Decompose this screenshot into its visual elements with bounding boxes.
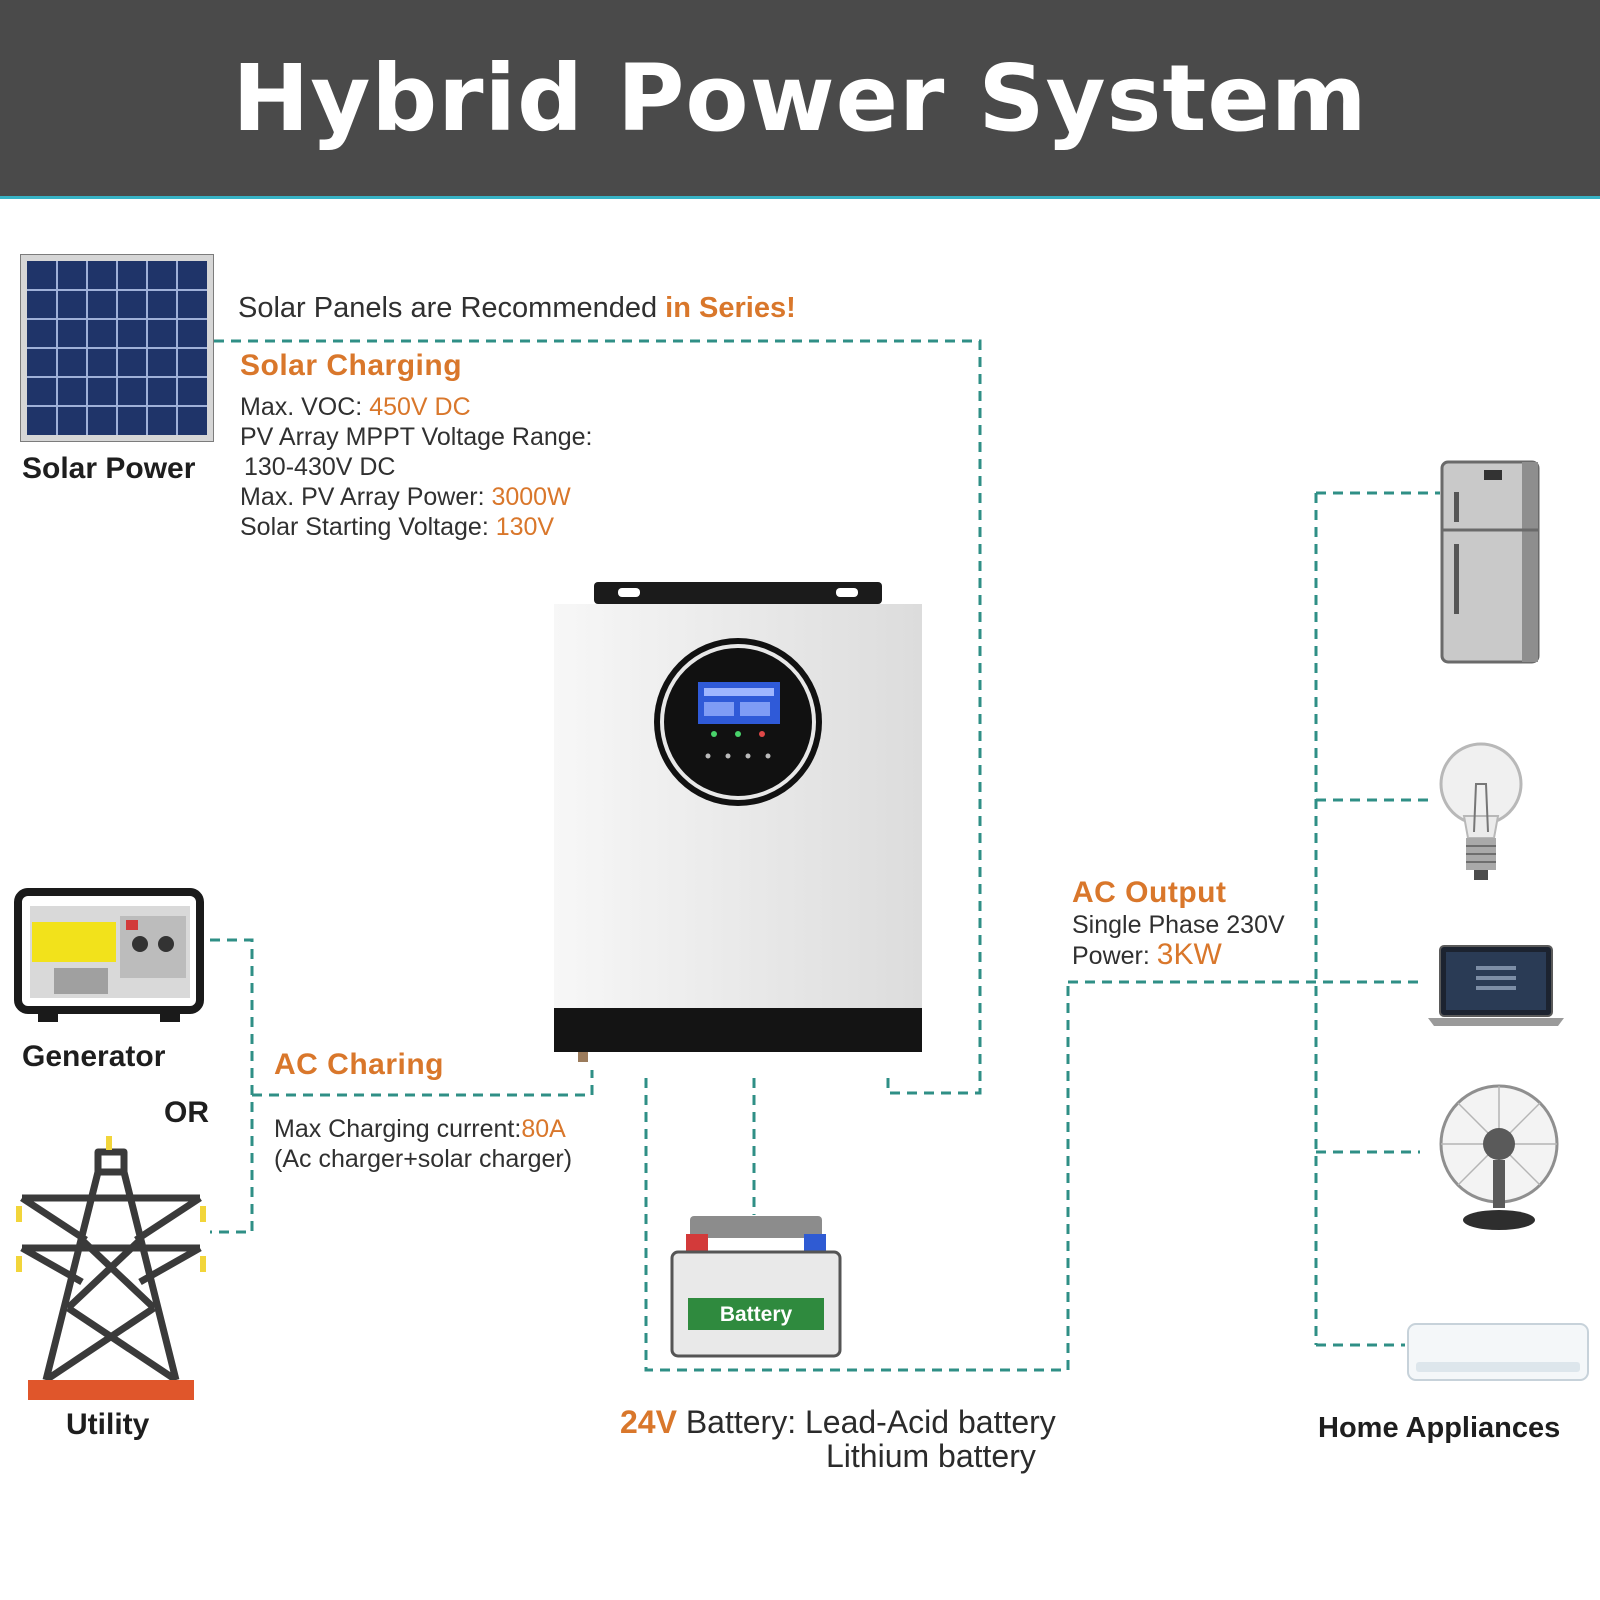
ac-output-power-value: 3KW (1156, 938, 1222, 971)
utility-tower-icon (16, 1130, 206, 1407)
home-appliances-label: Home Appliances (1318, 1412, 1561, 1444)
ac-charging-title: AC Charing (274, 1048, 444, 1081)
ac-output-power-label: Power: (1072, 942, 1157, 970)
laptop-icon (1428, 944, 1564, 1033)
generator-wire (210, 938, 254, 1234)
series-recommendation-emphasis: in Series! (665, 292, 796, 324)
max-voc-value: 450V DC (369, 393, 471, 421)
max-charging-current-value: 80A (521, 1115, 566, 1143)
mppt-range-label: PV Array MPPT Voltage Range: (240, 423, 593, 451)
ac-output-title: AC Output (1072, 876, 1227, 909)
mppt-range-value: 130-430V DC (244, 453, 396, 481)
solar-panel-icon (19, 253, 215, 447)
series-recommendation: Solar Panels are Recommended in Series! (238, 292, 796, 325)
max-charging-current-label: Max Charging current: (274, 1115, 522, 1143)
max-pv-power-value: 3000W (491, 483, 571, 511)
page-title: Hybrid Power System (232, 44, 1368, 152)
solar-starting-voltage-value: 130V (495, 513, 555, 541)
battery-icon: Battery (668, 1212, 844, 1365)
battery-output-loop (644, 982, 1070, 1372)
battery-voltage: 24V (620, 1404, 677, 1440)
ac-input-wire (252, 1070, 594, 1097)
light-bulb-icon (1436, 740, 1526, 889)
charger-note: (Ac charger+solar charger) (274, 1145, 573, 1173)
air-conditioner-icon (1406, 1322, 1590, 1387)
max-voc-label: Max. VOC: (240, 393, 370, 421)
series-recommendation-text: Solar Panels are Recommended (238, 292, 666, 324)
max-pv-power-label: Max. PV Array Power: (240, 483, 492, 511)
or-label: OR (164, 1096, 209, 1129)
battery-type-line2: Lithium battery (826, 1438, 1036, 1474)
generator-icon (14, 888, 204, 1031)
solar-starting-voltage-spec: Solar Starting Voltage: 130V (240, 512, 554, 542)
solar-wire (214, 339, 982, 1095)
max-charging-current-spec: Max Charging current:80A (274, 1114, 566, 1144)
battery-type-label: Battery: Lead-Acid battery (676, 1404, 1056, 1440)
refrigerator-icon (1440, 460, 1540, 669)
battery-icon-label: Battery (720, 1303, 793, 1326)
max-voc-spec: Max. VOC: 450V DC (240, 392, 471, 422)
solar-power-label: Solar Power (22, 452, 196, 485)
max-pv-power-spec: Max. PV Array Power: 3000W (240, 482, 571, 512)
generator-label: Generator (22, 1040, 166, 1073)
battery-spec: 24V Battery: Lead-Acid battery (620, 1404, 1056, 1441)
ac-output-phase: Single Phase 230V (1072, 911, 1285, 939)
inverter-icon (550, 582, 930, 1087)
ac-output-power: Power: 3KW (1072, 940, 1222, 971)
solar-charging-title: Solar Charging (240, 349, 463, 382)
fan-icon (1436, 1084, 1562, 1239)
solar-starting-voltage-label: Solar Starting Voltage: (240, 513, 496, 541)
header-bar: Hybrid Power System (0, 0, 1600, 199)
utility-label: Utility (66, 1408, 150, 1441)
